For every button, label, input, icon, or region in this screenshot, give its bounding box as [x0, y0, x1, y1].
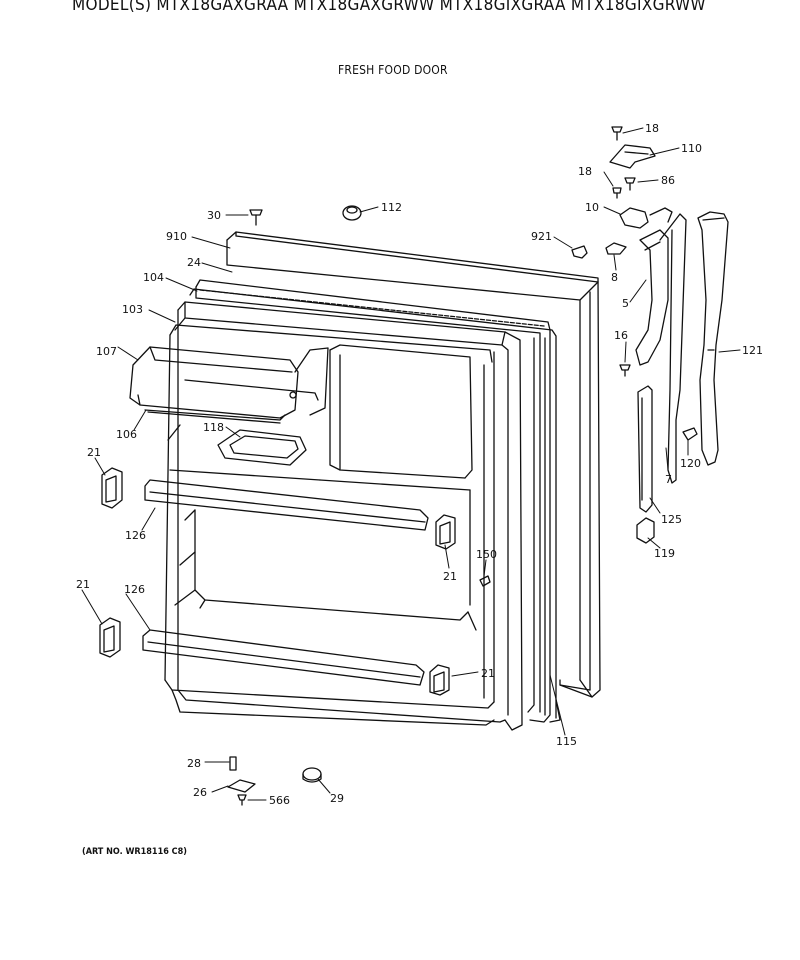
callout-labels: 18 110 18 86 10 921 8 5 16 121 120 7 125…	[76, 122, 763, 807]
screw-30	[249, 209, 263, 226]
callout-107: 107	[96, 345, 117, 358]
dairy-compartment	[129, 346, 329, 424]
screw-18	[612, 187, 622, 199]
butter-tray	[217, 429, 307, 466]
door-liner	[174, 301, 523, 731]
callout-86: 86	[661, 174, 675, 187]
callout-18: 18	[645, 122, 659, 135]
callout-21: 21	[481, 667, 495, 680]
plug-112	[342, 205, 362, 221]
door-shelf-upper	[144, 479, 429, 531]
screw-16	[619, 364, 631, 377]
screw-566	[237, 794, 247, 806]
callout-118: 118	[203, 421, 224, 434]
callout-21: 21	[76, 578, 90, 591]
door-gasket	[189, 279, 561, 723]
callout-5: 5	[622, 297, 629, 310]
callout-21: 21	[87, 446, 101, 459]
art-number: (ART NO. WR18116 C8)	[82, 847, 187, 857]
hinge-bracket-10	[619, 207, 673, 229]
callout-26: 26	[193, 786, 207, 799]
callout-115: 115	[556, 735, 577, 748]
callout-119: 119	[654, 547, 675, 560]
callout-28: 28	[187, 757, 201, 770]
callout-8: 8	[611, 271, 618, 284]
callout-110: 110	[681, 142, 702, 155]
callout-16: 16	[614, 329, 628, 342]
shelf-bracket-left-lower	[99, 617, 121, 658]
callout-921: 921	[531, 230, 552, 243]
inner-panel	[164, 324, 495, 726]
models-header: MODEL(S) MTX18GAXGRAA MTX18GAXGRWW MTX18…	[72, 0, 706, 15]
plug-921	[571, 245, 588, 259]
handle-end-cap-119	[636, 517, 655, 544]
callout-30: 30	[207, 209, 221, 222]
screw-86	[624, 177, 636, 191]
leader-lines	[81, 127, 741, 801]
callout-150: 150	[476, 548, 497, 561]
screw-18-top	[611, 126, 623, 141]
callout-29: 29	[330, 792, 344, 805]
callout-18: 18	[578, 165, 592, 178]
screw-120	[682, 427, 698, 441]
callout-120: 120	[680, 457, 701, 470]
callout-24: 24	[187, 256, 201, 269]
callout-10: 10	[585, 201, 599, 214]
plate-26	[227, 779, 256, 793]
callout-106: 106	[116, 428, 137, 441]
handle-trim-121	[697, 211, 729, 466]
shelf-bracket-right-upper	[435, 514, 456, 550]
plug-28	[229, 756, 237, 771]
hinge-cover-110	[609, 144, 656, 169]
diagram-title: FRESH FOOD DOOR	[338, 63, 448, 77]
door-handle-frame-5	[635, 213, 687, 484]
callout-126: 126	[125, 529, 146, 542]
callout-7: 7	[665, 473, 672, 486]
callout-103: 103	[122, 303, 143, 316]
callout-121: 121	[742, 344, 763, 357]
screw-150	[479, 575, 491, 587]
callout-112: 112	[381, 201, 402, 214]
callout-910: 910	[166, 230, 187, 243]
callout-566: 566	[269, 794, 290, 807]
callout-126: 126	[124, 583, 145, 596]
foot-29	[302, 767, 322, 783]
shelf-bracket-left-upper	[101, 467, 123, 509]
handle-insert-125	[637, 385, 653, 513]
shelf-bracket-right-lower	[429, 664, 450, 696]
callout-104: 104	[143, 271, 164, 284]
door-outer-shell	[226, 231, 601, 698]
callout-125: 125	[661, 513, 682, 526]
door-shelf-lower	[142, 629, 425, 686]
callout-21: 21	[443, 570, 457, 583]
hinge-part-8	[605, 242, 627, 255]
